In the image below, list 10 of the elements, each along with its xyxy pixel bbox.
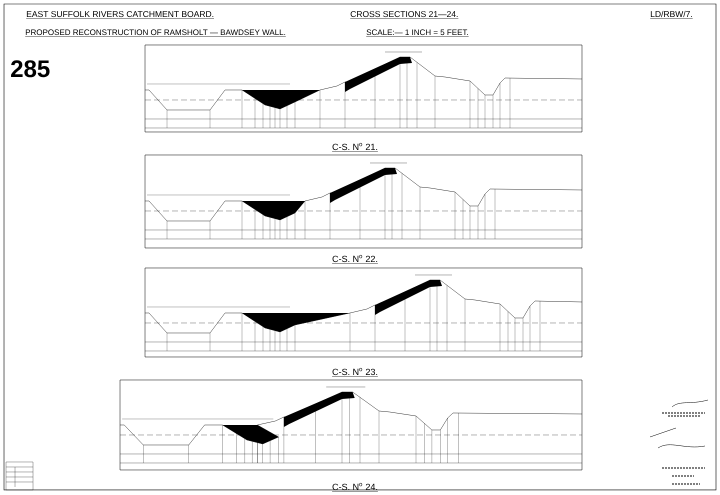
section-title: C-S. N$^{o}$ 22. bbox=[332, 254, 378, 264]
section-title: C-S. N$^{o}$ 24. bbox=[332, 482, 378, 492]
section-title: C-S. N$^{o}$ 21. bbox=[332, 142, 378, 152]
scale-text: SCALE:— 1 INCH = 5 FEET. bbox=[366, 29, 469, 37]
heading-text: CROSS SECTIONS 21—24. bbox=[350, 11, 459, 19]
drawing-number: LD/RBW/7. bbox=[650, 10, 693, 19]
heading-text: PROPOSED RECONSTRUCTION OF RAMSHOLT — BAWDSEY WALL. bbox=[25, 29, 286, 37]
sheet-number: 285 bbox=[11, 60, 50, 78]
heading-text: EAST SUFFOLK RIVERS CATCHMENT BOARD. bbox=[26, 11, 214, 19]
section-title: C-S. N$^{o}$ 23. bbox=[332, 368, 378, 377]
